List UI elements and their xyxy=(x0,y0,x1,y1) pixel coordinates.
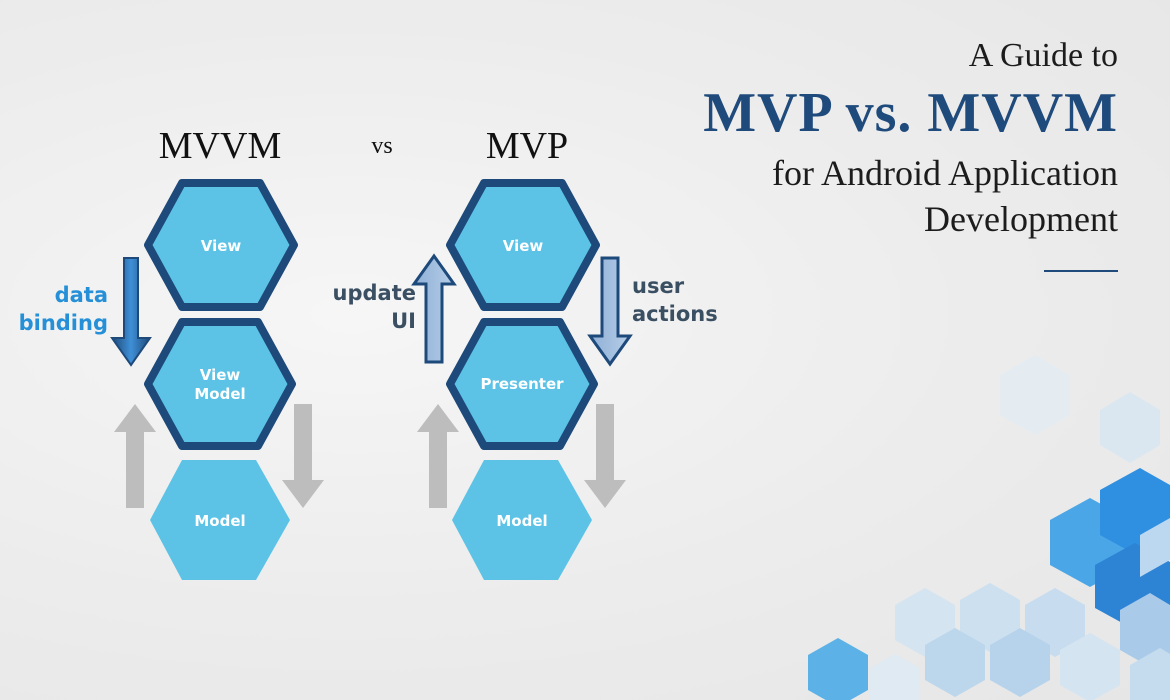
deco-hex xyxy=(870,654,920,700)
deco-hex xyxy=(1100,392,1160,463)
update-ui-label-line2: UI xyxy=(391,309,416,333)
mvvm-viewmodel-label-line1: View xyxy=(200,366,241,384)
deco-hex xyxy=(925,628,985,697)
user-actions-label-line2: actions xyxy=(632,302,718,326)
data-binding-label-line2: binding xyxy=(19,311,108,335)
title-line-development: Development xyxy=(924,199,1118,239)
mvp-presenter-hex xyxy=(446,318,598,450)
title-main: MVP vs. MVVM xyxy=(703,82,1118,144)
deco-hex xyxy=(960,583,1020,652)
mvvm-gray-down-arrow xyxy=(282,404,324,508)
vs-label: vs xyxy=(371,133,392,159)
deco-hex xyxy=(1130,648,1170,700)
title-line-guide: A Guide to xyxy=(968,37,1118,74)
mvp-gray-down-arrow xyxy=(584,404,626,508)
data-binding-label-line1: data xyxy=(55,283,108,307)
mvvm-heading: MVVM xyxy=(159,125,281,167)
title-block: A Guide to MVP vs. MVVM for Android Appl… xyxy=(558,34,1118,242)
mvp-gray-up-arrow xyxy=(417,404,459,508)
mvp-heading: MVP xyxy=(486,125,568,167)
mvp-presenter-label: Presenter xyxy=(480,375,564,393)
mvvm-model-hex xyxy=(150,460,290,580)
user-actions-label-line1: user xyxy=(632,274,685,298)
mvp-user-actions-arrow xyxy=(587,256,633,367)
deco-hex xyxy=(990,628,1050,697)
mvp-model-hex xyxy=(452,460,592,580)
deco-hex xyxy=(1000,355,1070,435)
mvvm-view-label: View xyxy=(201,237,242,255)
mvp-update-ui-arrow xyxy=(411,253,457,364)
decorative-hex-pattern xyxy=(808,355,1170,700)
mvvm-data-binding-arrow xyxy=(110,257,152,367)
title-line-android: for Android Application xyxy=(772,153,1118,193)
mvp-model-label: Model xyxy=(496,512,547,530)
deco-hex xyxy=(1120,593,1170,667)
mvp-view-hex xyxy=(446,179,600,311)
update-ui-label-line1: update xyxy=(333,281,416,305)
title-underline xyxy=(1044,270,1118,272)
mvvm-viewmodel-hex xyxy=(144,318,296,450)
mvvm-viewmodel-label-line2: Model xyxy=(194,385,245,403)
mvvm-gray-up-arrow xyxy=(114,404,156,508)
mvvm-view-hex xyxy=(144,179,298,311)
deco-hex xyxy=(808,638,868,700)
mvp-view-label: View xyxy=(503,237,544,255)
mvvm-model-label: Model xyxy=(194,512,245,530)
deco-hex xyxy=(1060,633,1120,700)
deco-hex xyxy=(1140,518,1170,577)
